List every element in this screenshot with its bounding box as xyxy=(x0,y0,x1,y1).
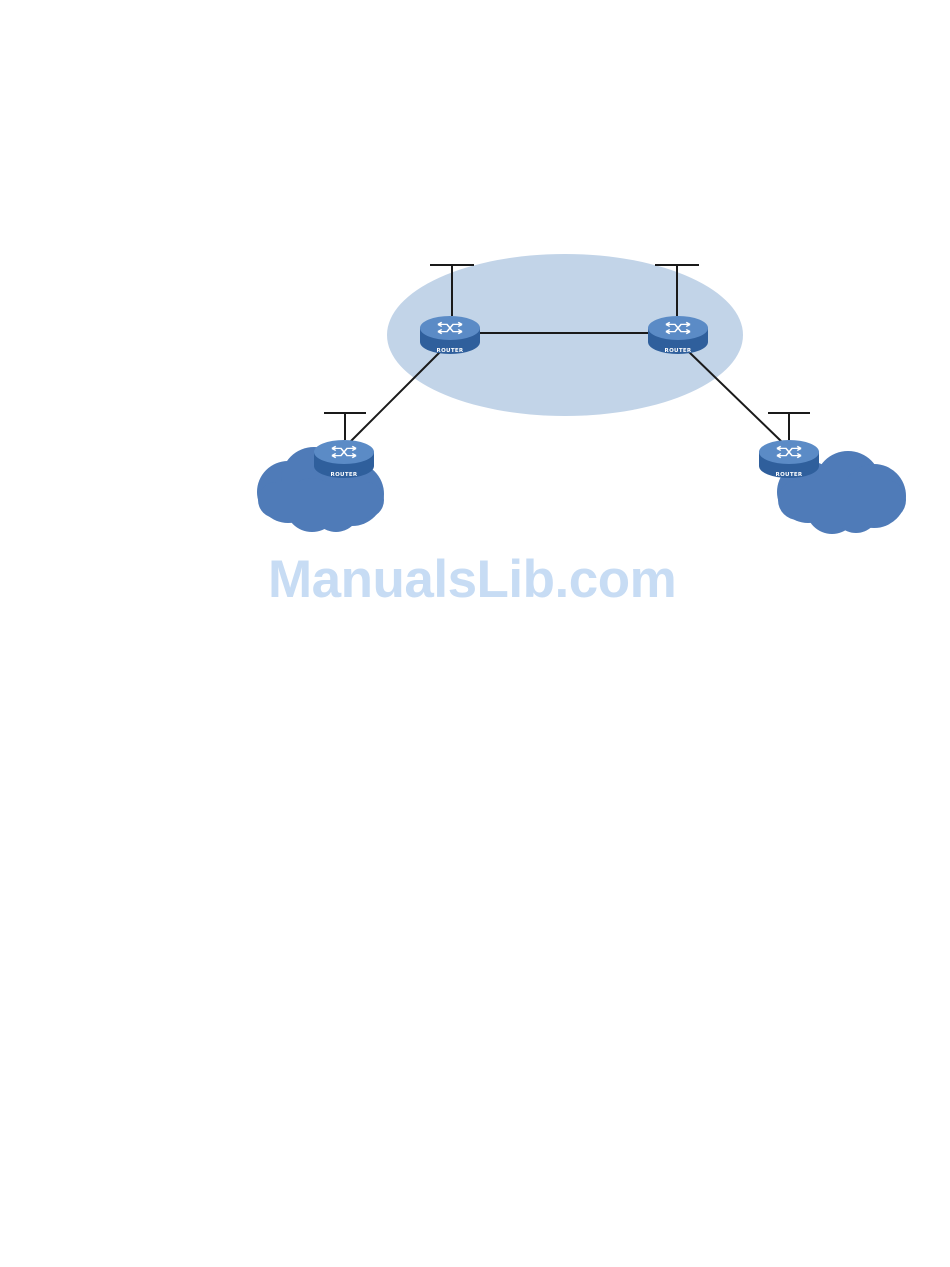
link-top-left-bottom-left xyxy=(350,352,440,442)
lan-stub-bottom-right xyxy=(768,413,810,440)
router-label: ROUTER xyxy=(665,348,692,354)
router-bottom-right: ROUTER xyxy=(759,440,819,478)
router-top-left: ROUTER xyxy=(420,316,480,354)
watermark: ManualsLib.com xyxy=(268,548,698,612)
router-label: ROUTER xyxy=(437,348,464,354)
router-bottom-left: ROUTER xyxy=(314,440,374,478)
router-top-right: ROUTER xyxy=(648,316,708,354)
router-label: ROUTER xyxy=(331,472,358,478)
link-top-right-bottom-right xyxy=(689,352,782,442)
router-label: ROUTER xyxy=(776,472,803,478)
lan-stub-bottom-left xyxy=(324,413,366,440)
